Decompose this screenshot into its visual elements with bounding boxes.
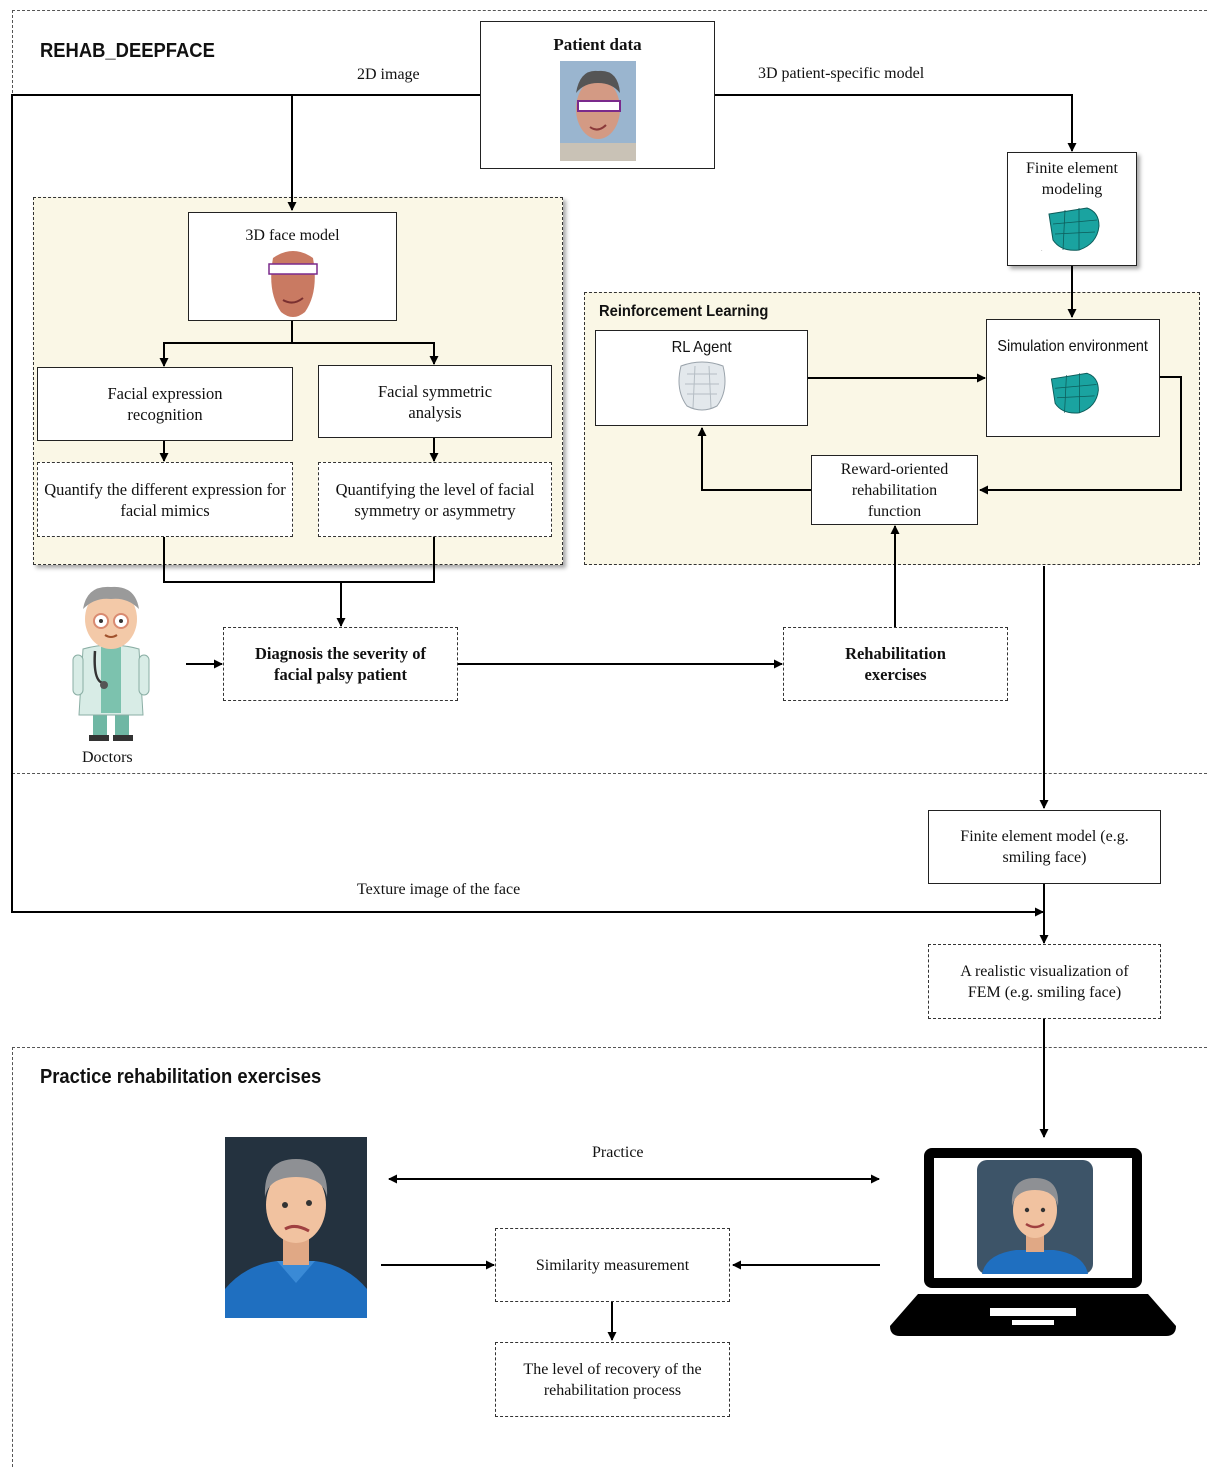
patient-data-box: Patient data: [480, 21, 715, 169]
face-model-title: 3D face model: [245, 227, 340, 244]
reward-function-box: Reward-oriented rehabilitation function: [811, 455, 978, 525]
patient-avatar: [225, 1137, 367, 1318]
rl-agent-title: RL Agent: [671, 339, 732, 356]
edge-label-patient-model: 3D patient-specific model: [758, 65, 925, 82]
section-divider: [12, 773, 1208, 774]
simulation-environment-box: Simulation environment: [986, 319, 1160, 437]
patient-data-title: Patient data: [553, 35, 642, 54]
face-model-icon: [267, 251, 318, 317]
fe-mesh-icon: ·: [1041, 207, 1100, 254]
doctor-icon: [72, 586, 150, 741]
fe-modeling-box: Finite element modeling ·: [1007, 152, 1137, 266]
practice-section-frame: [12, 1047, 1208, 1467]
edge-label-practice: Practice: [592, 1144, 644, 1161]
patient-photo: [559, 61, 636, 161]
symmetric-analysis-box: Facial symmetric analysis: [318, 365, 552, 438]
realistic-visualization-box: A realistic visualization of FEM (e.g. s…: [928, 944, 1161, 1019]
doctors-label: Doctors: [82, 749, 133, 766]
laptop-icon: [890, 1148, 1176, 1336]
quantify-symmetry-box: Quantifying the level of facial symmetry…: [318, 462, 552, 537]
svg-text:·: ·: [1041, 249, 1043, 254]
edge-label-texture: Texture image of the face: [357, 881, 521, 898]
similarity-measurement-box: Similarity measurement: [495, 1228, 730, 1302]
rl-agent-icon: [678, 361, 725, 411]
rl-agent-box: RL Agent: [595, 330, 808, 426]
rl-panel-title: Reinforcement Learning: [599, 303, 769, 320]
face-model-box: 3D face model: [188, 212, 397, 321]
recovery-level-box: The level of recovery of the rehabilitat…: [495, 1342, 730, 1417]
diagram-title: REHAB_DEEPFACE: [40, 40, 215, 62]
edge-label-2d-image: 2D image: [357, 66, 420, 83]
simulation-mesh-icon: [1050, 372, 1099, 414]
expression-recognition-box: Facial expression recognition: [37, 367, 293, 441]
fe-modeling-title: Finite element modeling: [1026, 160, 1118, 198]
quantify-expression-box: Quantify the different expression for fa…: [37, 462, 293, 537]
simulation-environment-title: Simulation environment: [997, 338, 1149, 355]
practice-section-title: Practice rehabilitation exercises: [40, 1066, 322, 1088]
diagnosis-box: Diagnosis the severity of facial palsy p…: [223, 627, 458, 701]
rehabilitation-exercises-box: Rehabilitation exercises: [783, 627, 1008, 701]
finite-element-model-box: Finite element model (e.g. smiling face): [928, 810, 1161, 884]
